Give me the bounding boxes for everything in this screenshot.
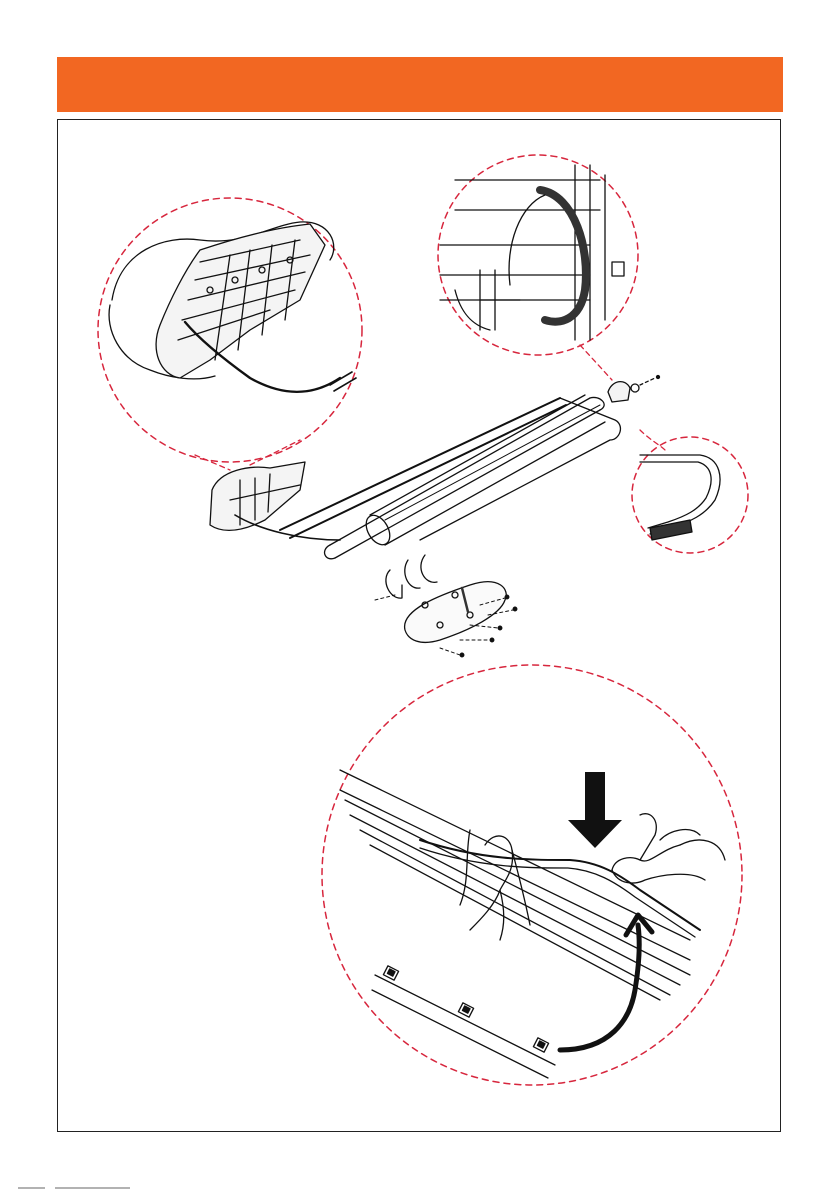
main-assembly (210, 376, 660, 657)
cable-bend-detail (632, 437, 748, 553)
cable-insert-detail (322, 665, 742, 1085)
end-cap-detail (98, 198, 362, 462)
print-marks (0, 1184, 840, 1192)
down-arrow-icon (568, 772, 622, 848)
clip-detail (438, 155, 638, 355)
